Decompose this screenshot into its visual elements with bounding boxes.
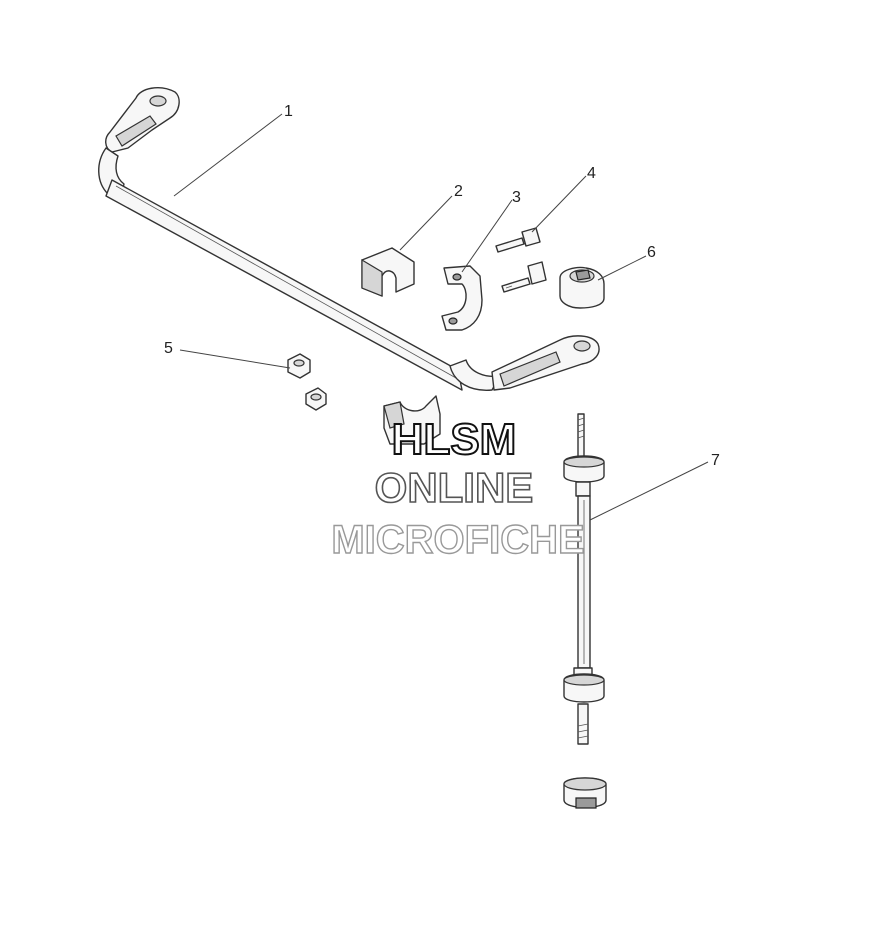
watermark: HLSM ONLINE MICROFICHE	[331, 414, 586, 563]
callout-5: 5	[164, 340, 173, 357]
callout-4: 4	[587, 165, 596, 182]
leader-lines	[173, 113, 709, 521]
nut-lower[interactable]	[305, 387, 327, 411]
bar-bushing-lower[interactable]	[383, 395, 441, 445]
callout-numbers: 1 2 3 4 5 6 7	[164, 103, 720, 469]
bolt-lower[interactable]	[501, 261, 547, 293]
stabilizer-link[interactable]	[563, 413, 605, 745]
callout-6: 6	[647, 244, 656, 261]
nut-upper[interactable]	[287, 353, 311, 379]
callout-7: 7	[711, 452, 720, 469]
link-bushing-bottom[interactable]	[563, 777, 607, 809]
bar-bushing[interactable]	[361, 247, 415, 297]
callout-2: 2	[454, 183, 463, 200]
bolt-upper[interactable]	[495, 227, 541, 253]
link-bushing[interactable]	[559, 266, 605, 309]
watermark-line-2: ONLINE	[375, 464, 534, 511]
watermark-line-1: HLSM	[392, 415, 517, 464]
watermark-line-3: MICROFICHE	[331, 518, 584, 562]
callout-3: 3	[512, 189, 521, 206]
stabilizer-bar[interactable]	[98, 87, 600, 391]
callout-1: 1	[284, 103, 293, 120]
bushing-clamp[interactable]	[441, 265, 483, 331]
